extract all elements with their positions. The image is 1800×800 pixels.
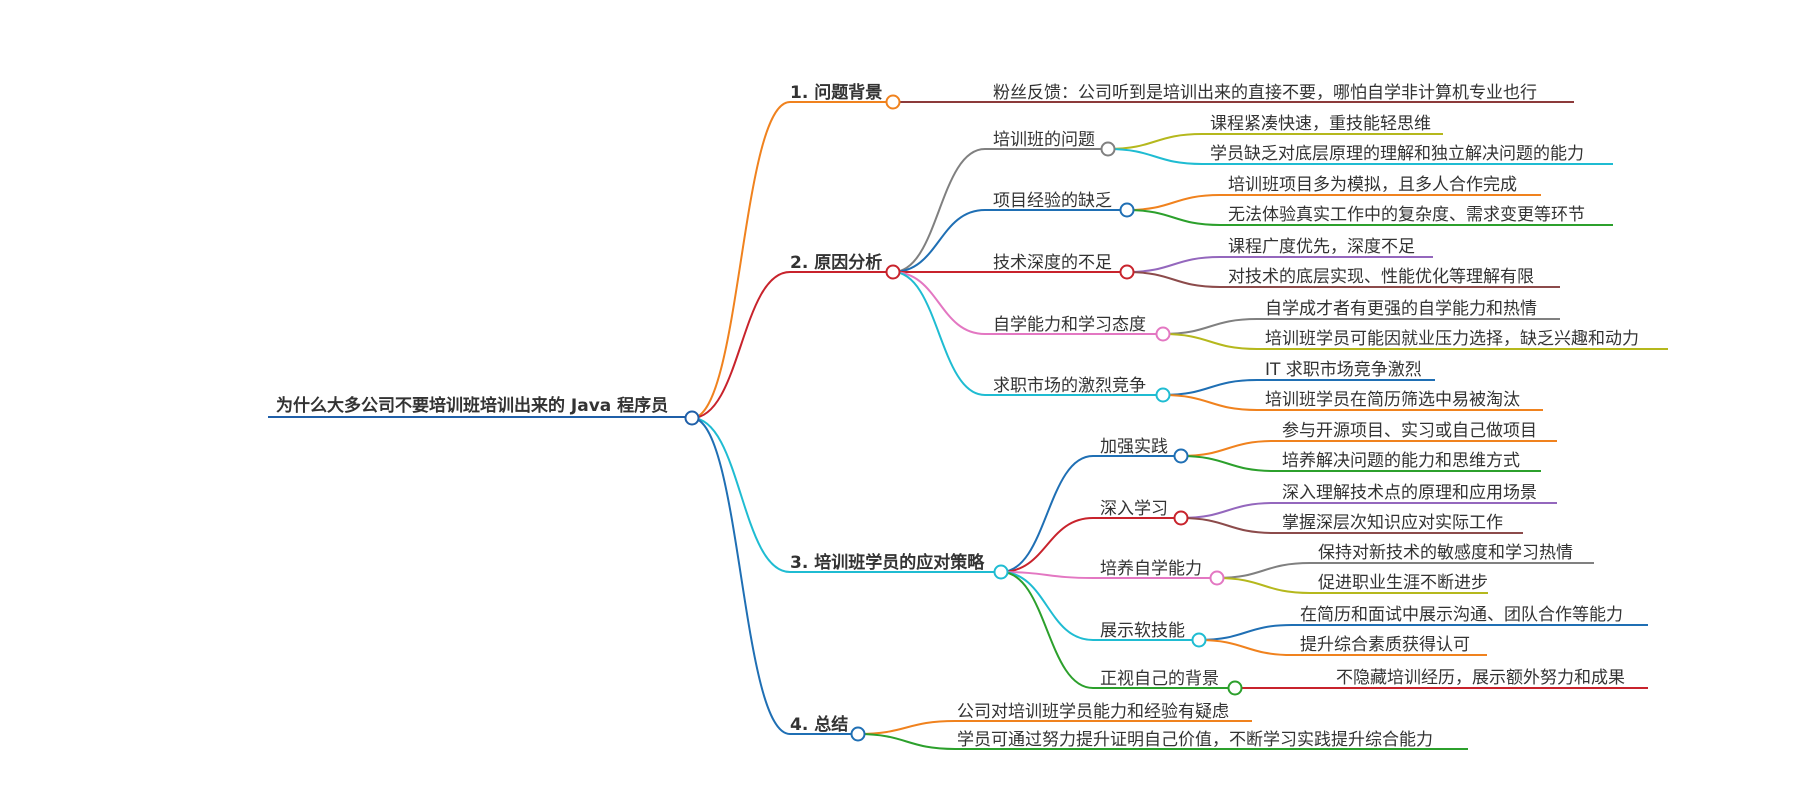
leaf-topic: 学员可通过努力提升证明自己价值，不断学习实践提升综合能力 bbox=[957, 730, 1433, 750]
leaf-connector bbox=[1180, 502, 1275, 519]
branch-connector bbox=[691, 417, 791, 735]
subtopic-collapse-toggle[interactable] bbox=[1155, 387, 1171, 403]
leaf-connector bbox=[1216, 562, 1311, 579]
subtopic-connector bbox=[892, 148, 986, 273]
leaf-topic: 培训班学员可能因就业压力选择，缺乏兴趣和动力 bbox=[1265, 329, 1639, 349]
leaf-topic: 无法体验真实工作中的复杂度、需求变更等环节 bbox=[1228, 205, 1585, 225]
leaf-topic: 培训班学员在简历筛选中易被淘汰 bbox=[1265, 390, 1520, 410]
subtopic-connector bbox=[1000, 571, 1094, 689]
branch-collapse-toggle[interactable] bbox=[885, 94, 901, 110]
leaf-topic: 不隐藏培训经历，展示额外努力和成果 bbox=[1336, 668, 1625, 688]
branch-collapse-toggle[interactable] bbox=[885, 264, 901, 280]
leaf-connector bbox=[1126, 194, 1221, 211]
leaf-connector bbox=[1126, 271, 1221, 288]
leaf-connector bbox=[1162, 333, 1258, 350]
leaf-topic: 促进职业生涯不断进步 bbox=[1318, 573, 1488, 593]
subtopic: 展示软技能 bbox=[1100, 621, 1185, 641]
subtopic-connector bbox=[1000, 455, 1094, 573]
branch-collapse-toggle[interactable] bbox=[993, 564, 1009, 580]
branch-connector bbox=[691, 101, 791, 419]
leaf-connector bbox=[1180, 517, 1275, 534]
subtopic-collapse-toggle[interactable] bbox=[1100, 141, 1116, 157]
leaf-connector bbox=[1198, 639, 1293, 656]
branch-connector bbox=[691, 417, 791, 573]
branch-connector bbox=[691, 271, 791, 419]
leaf-topic: 保持对新技术的敏感度和学习热情 bbox=[1318, 543, 1573, 563]
branch-topic: 4. 总结 bbox=[790, 714, 848, 735]
subtopic-connector bbox=[857, 733, 956, 750]
subtopic-collapse-toggle[interactable] bbox=[1173, 510, 1189, 526]
leaf-connector bbox=[1180, 440, 1275, 457]
subtopic-collapse-toggle[interactable] bbox=[1119, 264, 1135, 280]
leaf-topic: 粉丝反馈：公司听到是培训出来的直接不要，哪怕自学非计算机专业也行 bbox=[993, 83, 1537, 103]
subtopic-collapse-toggle[interactable] bbox=[1209, 570, 1225, 586]
leaf-topic: 培训班项目多为模拟，且多人合作完成 bbox=[1228, 175, 1517, 195]
leaf-connector bbox=[1180, 455, 1275, 472]
root-collapse-toggle[interactable] bbox=[684, 410, 700, 426]
subtopic-connector bbox=[1000, 571, 1094, 579]
subtopic: 正视自己的背景 bbox=[1100, 669, 1219, 689]
subtopic: 项目经验的缺乏 bbox=[993, 191, 1112, 211]
leaf-connector bbox=[1107, 133, 1203, 150]
leaf-topic: 在简历和面试中展示沟通、团队合作等能力 bbox=[1300, 605, 1623, 625]
leaf-connector bbox=[1162, 379, 1258, 396]
subtopic-collapse-toggle[interactable] bbox=[1155, 326, 1171, 342]
branch-topic: 3. 培训班学员的应对策略 bbox=[790, 552, 985, 573]
leaf-connector bbox=[1126, 256, 1221, 273]
subtopic: 自学能力和学习态度 bbox=[993, 315, 1146, 335]
leaf-topic: IT 求职市场竞争激烈 bbox=[1265, 360, 1422, 380]
subtopic-connector bbox=[1000, 517, 1094, 573]
branch-topic: 1. 问题背景 bbox=[790, 82, 882, 103]
leaf-topic: 对技术的底层实现、性能优化等理解有限 bbox=[1228, 267, 1534, 287]
subtopic: 求职市场的激烈竞争 bbox=[993, 376, 1146, 396]
leaf-connector bbox=[1126, 209, 1221, 226]
subtopic-collapse-toggle[interactable] bbox=[1227, 680, 1243, 696]
mindmap-edges bbox=[268, 101, 1668, 750]
subtopic-connector bbox=[1000, 571, 1094, 641]
subtopic-connector bbox=[892, 271, 986, 335]
subtopic-collapse-toggle[interactable] bbox=[1173, 448, 1189, 464]
branch-topic: 2. 原因分析 bbox=[790, 252, 882, 273]
leaf-connector bbox=[1162, 394, 1258, 411]
leaf-topic: 培养解决问题的能力和思维方式 bbox=[1282, 451, 1520, 471]
leaf-connector bbox=[1107, 148, 1203, 165]
subtopic: 技术深度的不足 bbox=[993, 253, 1112, 273]
subtopic: 培训班的问题 bbox=[993, 130, 1095, 150]
leaf-connector bbox=[1162, 318, 1258, 335]
subtopic-connector bbox=[892, 271, 986, 396]
subtopic: 培养自学能力 bbox=[1100, 559, 1202, 579]
leaf-topic: 掌握深层次知识应对实际工作 bbox=[1282, 513, 1503, 533]
leaf-topic: 课程紧凑快速，重技能轻思维 bbox=[1210, 114, 1431, 134]
subtopic-collapse-toggle[interactable] bbox=[1119, 202, 1135, 218]
subtopic: 加强实践 bbox=[1100, 437, 1168, 457]
branch-collapse-toggle[interactable] bbox=[850, 726, 866, 742]
leaf-topic: 公司对培训班学员能力和经验有疑虑 bbox=[957, 702, 1229, 722]
leaf-topic: 学员缺乏对底层原理的理解和独立解决问题的能力 bbox=[1210, 144, 1584, 164]
subtopic-collapse-toggle[interactable] bbox=[1191, 632, 1207, 648]
leaf-topic: 深入理解技术点的原理和应用场景 bbox=[1282, 483, 1537, 503]
subtopic-connector bbox=[857, 720, 956, 735]
leaf-connector bbox=[1216, 577, 1311, 594]
leaf-topic: 课程广度优先，深度不足 bbox=[1228, 237, 1415, 257]
leaf-topic: 自学成才者有更强的自学能力和热情 bbox=[1265, 299, 1537, 319]
subtopic: 深入学习 bbox=[1100, 499, 1168, 519]
leaf-topic: 参与开源项目、实习或自己做项目 bbox=[1282, 421, 1537, 441]
subtopic-connector bbox=[892, 209, 986, 273]
mindmap-nodes: 为什么大多公司不要培训班培训出来的 Java 程序员 1. 问题背景 粉丝反馈：公司… bbox=[276, 82, 1639, 750]
leaf-topic: 提升综合素质获得认可 bbox=[1300, 635, 1470, 655]
leaf-connector bbox=[1198, 624, 1293, 641]
root-topic: 为什么大多公司不要培训班培训出来的 Java 程序员 bbox=[276, 395, 668, 416]
